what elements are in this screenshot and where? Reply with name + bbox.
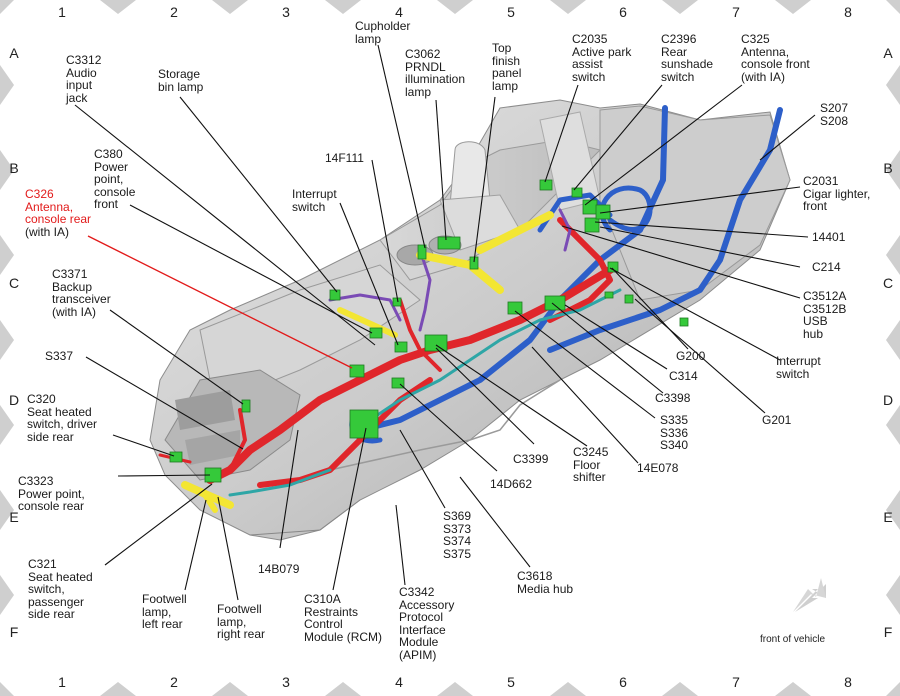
grid-row-right-f: F bbox=[883, 624, 893, 640]
label-g200: G200 bbox=[676, 349, 706, 363]
label-c310a: C310A Restraints Control Module (RCM) bbox=[304, 592, 383, 644]
c326-red-leader bbox=[87, 235, 353, 369]
connectors bbox=[169, 179, 689, 483]
front-of-vehicle-label: front of vehicle bbox=[760, 634, 826, 645]
label-cupholder-lamp: Cupholder lamp bbox=[355, 19, 411, 46]
label-14401: 14401 bbox=[812, 230, 846, 244]
grid-row-right-d: D bbox=[882, 392, 894, 408]
label-c3323: C3323 Power point, console rear bbox=[18, 474, 85, 513]
label-c2031: C2031 Cigar lighter, front bbox=[803, 174, 871, 213]
label-c380: C380 Power point, console front bbox=[94, 147, 136, 211]
grid-col-top-4: 4 bbox=[395, 4, 403, 20]
label-c325: C325 Antenna, console front (with IA) bbox=[741, 32, 810, 84]
label-14b079: 14B079 bbox=[258, 562, 300, 576]
grid-col-top-2: 2 bbox=[170, 4, 178, 20]
grid-row-left-f: F bbox=[9, 624, 19, 640]
grid-col-top-1: 1 bbox=[58, 4, 66, 20]
front-arrow-icon bbox=[793, 578, 826, 612]
leader-lines bbox=[74, 44, 816, 601]
label-c326-ia: (with IA) bbox=[25, 225, 70, 239]
label-c3312: C3312 Audio input jack bbox=[66, 53, 102, 105]
grid-col-bottom-2: 2 bbox=[170, 674, 178, 690]
grid-col-bottom-7: 7 bbox=[732, 674, 740, 690]
label-storage-bin-lamp: Storage bin lamp bbox=[158, 67, 204, 94]
grid-row-left-d: D bbox=[8, 392, 20, 408]
grid-col-top-7: 7 bbox=[732, 4, 740, 20]
label-g201: G201 bbox=[762, 413, 792, 427]
label-interrupt-switch-right: Interrupt switch bbox=[776, 354, 821, 381]
grid-row-right-c: C bbox=[882, 275, 894, 291]
label-interrupt-switch-left: Interrupt switch bbox=[292, 187, 337, 214]
label-c3342: C3342 Accessory Protocol Interface Modul… bbox=[399, 585, 455, 662]
grid-col-bottom-3: 3 bbox=[282, 674, 290, 690]
label-s207: S207 S208 bbox=[820, 101, 849, 128]
grid-row-right-e: E bbox=[883, 509, 893, 525]
grid-row-right-a: A bbox=[883, 45, 893, 61]
label-14d662: 14D662 bbox=[490, 477, 533, 491]
grid-col-bottom-4: 4 bbox=[395, 674, 403, 690]
grid-col-bottom-5: 5 bbox=[507, 674, 515, 690]
label-footwell-left: Footwell lamp, left rear bbox=[142, 592, 187, 631]
label-c326: C326 Antenna, console rear bbox=[25, 187, 92, 226]
label-14e078: 14E078 bbox=[637, 461, 679, 475]
grid-col-top-8: 8 bbox=[844, 4, 852, 20]
label-footwell-right: Footwell lamp, right rear bbox=[217, 602, 266, 641]
grid-row-left-e: E bbox=[9, 509, 19, 525]
label-s369: S369 S373 S374 S375 bbox=[443, 509, 472, 561]
label-c3398: C3398 bbox=[655, 391, 691, 405]
grid-col-top-3: 3 bbox=[282, 4, 290, 20]
label-14f111: 14F111 bbox=[325, 151, 364, 165]
label-s335: S335 S336 S340 bbox=[660, 413, 689, 452]
label-c3371: C3371 Backup transceiver (with IA) bbox=[52, 267, 111, 319]
grid-col-bottom-6: 6 bbox=[619, 674, 627, 690]
label-c214: C214 bbox=[812, 260, 841, 274]
label-c2035: C2035 Active park assist switch bbox=[572, 32, 632, 84]
grid-row-left-a: A bbox=[9, 45, 19, 61]
grid-col-bottom-1: 1 bbox=[58, 674, 66, 690]
label-c3062: C3062 PRNDL illumination lamp bbox=[405, 47, 466, 99]
center-console bbox=[149, 99, 791, 541]
label-c3245: C3245 Floor shifter bbox=[573, 445, 609, 484]
grid-col-bottom-8: 8 bbox=[844, 674, 852, 690]
grid-row-left-c: C bbox=[8, 275, 20, 291]
grid-row-left-b: B bbox=[9, 160, 19, 176]
label-c320: C320 Seat heated switch, driver side rea… bbox=[27, 392, 98, 444]
label-c3618: C3618 Media hub bbox=[517, 569, 574, 596]
label-c3512: C3512A C3512B USB hub bbox=[803, 289, 847, 341]
label-top-finish-panel-lamp: Top finish panel lamp bbox=[492, 41, 522, 93]
label-c2396: C2396 Rear sunshade switch bbox=[661, 32, 714, 84]
grid-col-top-6: 6 bbox=[619, 4, 627, 20]
grid-col-top-5: 5 bbox=[507, 4, 515, 20]
label-c314: C314 bbox=[669, 369, 698, 383]
label-c3399: C3399 bbox=[513, 452, 549, 466]
label-c321: C321 Seat heated switch, passenger side … bbox=[28, 557, 93, 621]
label-s337: S337 bbox=[45, 349, 74, 363]
grid-row-right-b: B bbox=[883, 160, 893, 176]
